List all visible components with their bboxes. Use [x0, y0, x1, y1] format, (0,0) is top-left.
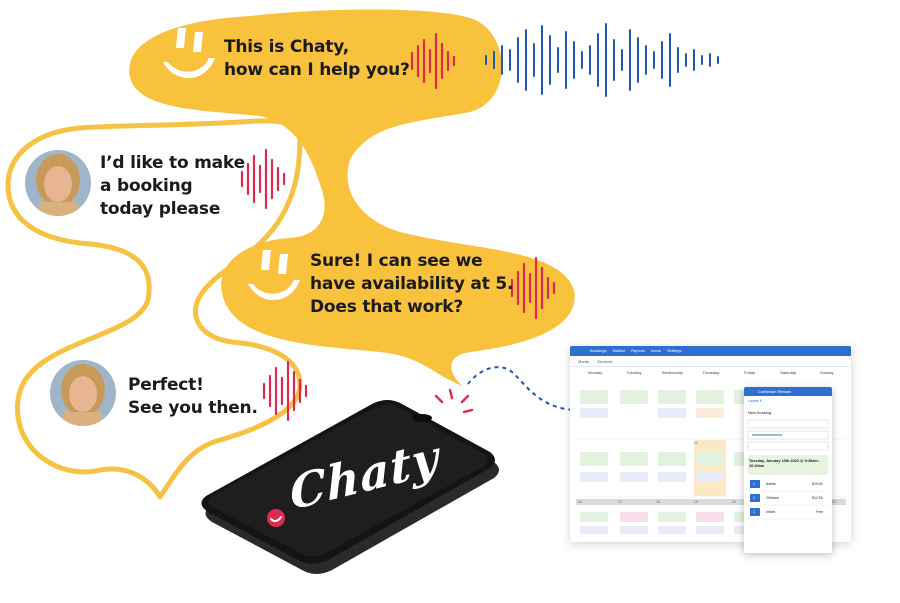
label-adults: Adults: [766, 482, 776, 486]
day-wednesday: Wednesday: [661, 370, 683, 375]
price-adults: $19.50: [812, 482, 823, 486]
customer-avatar: [25, 150, 91, 216]
day-number: 16: [578, 500, 582, 504]
voice-wave-icon: [510, 256, 556, 320]
qty-infant[interactable]: 1: [753, 510, 755, 514]
label-children: Children: [766, 496, 780, 500]
calendar-header: Monday Tuesday Wednesday Thursday Friday…: [576, 370, 846, 375]
customer-request-text: I’d like to make a booking today please: [100, 153, 245, 219]
day-friday: Friday: [744, 370, 756, 375]
connector-arrow: [467, 366, 585, 412]
panel-header: Caribbean Rentals: [744, 387, 832, 396]
smiley-icon: [163, 28, 215, 79]
day-saturday: Saturday: [780, 370, 797, 375]
day-number: 17: [618, 500, 622, 504]
customer-confirm-text: Perfect! See you then.: [128, 375, 258, 418]
filter-services[interactable]: Services: [597, 358, 613, 364]
nav-waitlist[interactable]: Waitlist: [612, 348, 626, 353]
voice-wave-icon: [410, 32, 456, 90]
qty-adults[interactable]: 1: [753, 482, 755, 486]
app-toolbar: Month Services: [570, 356, 851, 367]
blue-voice-wave-icon: [485, 23, 719, 97]
day-number: 20: [732, 500, 736, 504]
app-nav: Bookings Waitlist Reports Items Settings: [570, 346, 851, 356]
label-infant: Infant: [766, 510, 775, 514]
customer-request-bubble: [5, 118, 303, 500]
chaty-greeting-text: This is Chaty, how can I help you?: [224, 37, 410, 80]
voice-wave-icon: [240, 148, 286, 210]
panel-user[interactable]: Lauren K: [748, 399, 763, 403]
voice-wave-icon: [262, 360, 308, 422]
day-number: 22: [832, 500, 836, 504]
new-booking-panel: Caribbean Rentals Lauren K New booking T…: [744, 387, 832, 553]
view-month[interactable]: Month: [578, 358, 590, 364]
price-children: $12.50: [812, 496, 823, 500]
day-number: 12: [694, 441, 698, 445]
phone: [201, 400, 500, 574]
nav-reports[interactable]: Reports: [631, 348, 646, 353]
day-tuesday: Tuesday: [626, 370, 642, 375]
day-number: 19: [694, 500, 698, 504]
ringing-icon: [434, 388, 474, 414]
day-number: 18: [656, 500, 660, 504]
customer-avatar: [50, 360, 116, 426]
chaty-reply-text: Sure! I can see we have availability at …: [310, 251, 514, 317]
day-monday: Monday: [588, 370, 603, 375]
price-infant: Free: [816, 510, 824, 514]
day-thursday: Thursday: [702, 370, 720, 375]
qty-children[interactable]: 2: [753, 496, 755, 500]
chaty-bubble: [129, 9, 575, 386]
panel-form: [747, 419, 829, 520]
selected-date: Tuesday, January 10th 2023 @ 9:30am - 10…: [749, 459, 821, 468]
nav-settings[interactable]: Settings: [667, 348, 682, 353]
smiley-icon: [248, 250, 300, 301]
nav-bookings[interactable]: Bookings: [590, 348, 607, 353]
day-sunday: Sunday: [819, 370, 834, 375]
panel-title: New booking: [748, 410, 772, 415]
nav-items[interactable]: Items: [651, 348, 662, 353]
